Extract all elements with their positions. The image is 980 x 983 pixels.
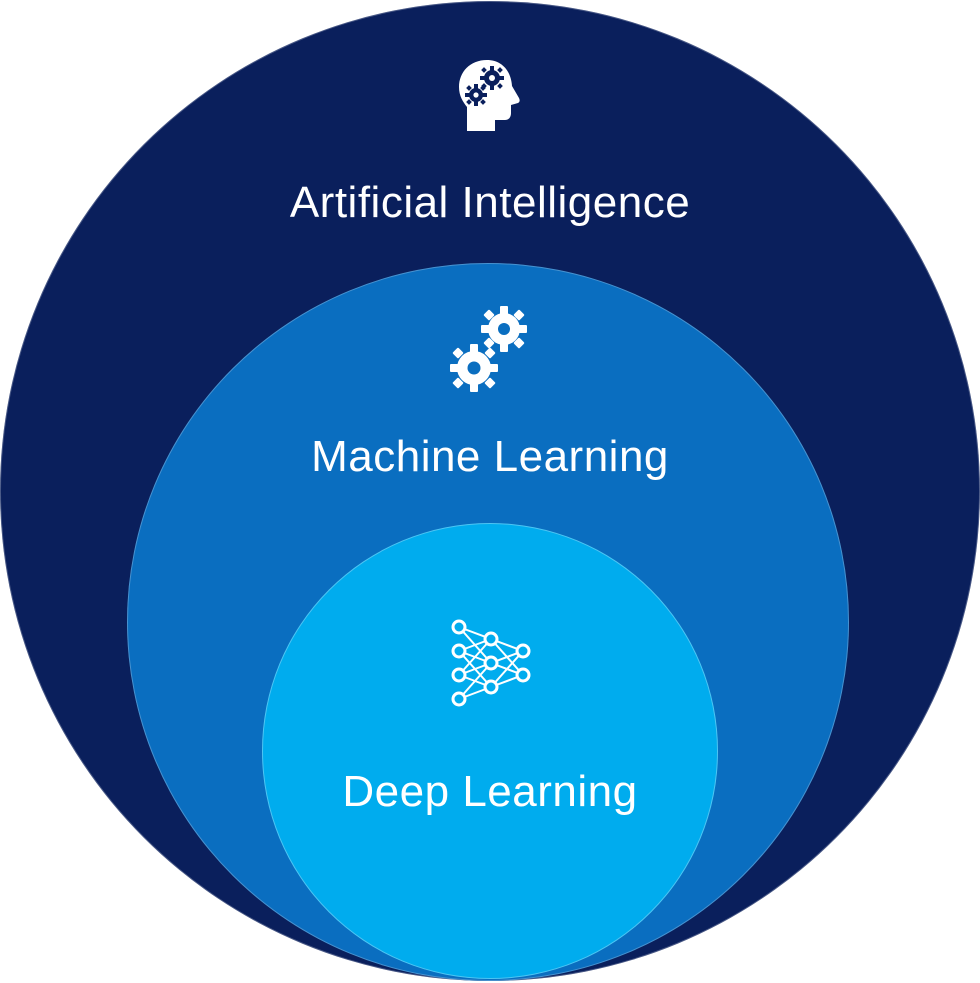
machine-learning-label: Machine Learning: [311, 432, 669, 481]
deep-learning-circle: [262, 523, 718, 979]
deep-learning-label: Deep Learning: [342, 767, 638, 816]
head-gears-icon: [459, 60, 520, 131]
neural-network-icon: [451, 619, 531, 707]
gears-icon: [450, 306, 527, 392]
artificial-intelligence-label: Artificial Intelligence: [289, 178, 691, 227]
